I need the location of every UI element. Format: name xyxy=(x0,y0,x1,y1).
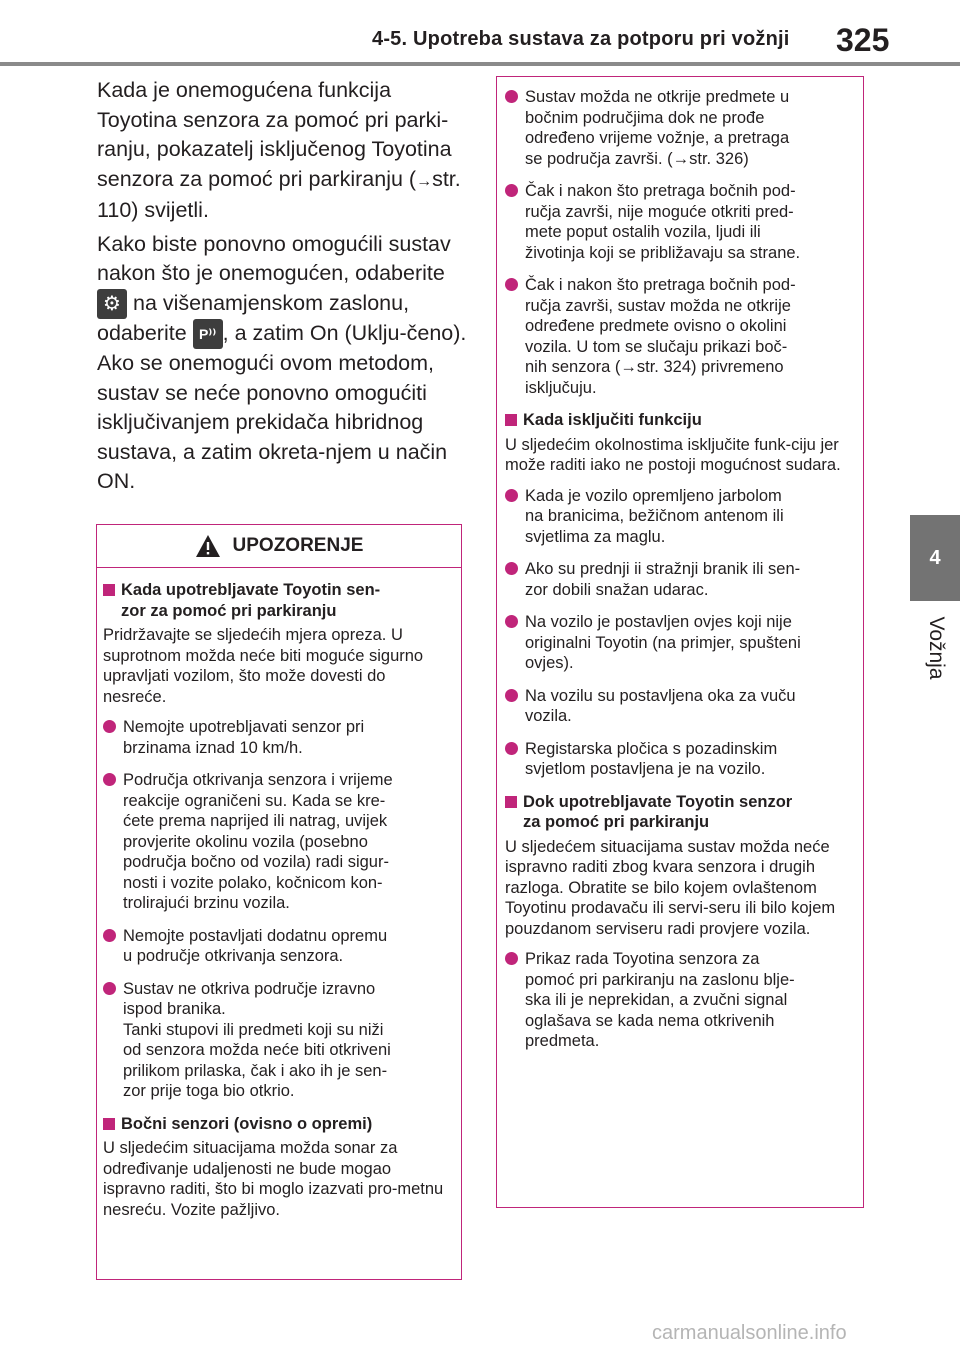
list-item-text: Registarska pločica s pozadinskim svjetl… xyxy=(525,739,778,779)
page-number: 325 xyxy=(836,22,890,58)
reference-arrow-icon: → xyxy=(416,172,433,190)
list-item-text: Ako su prednji ii stražnji branik ili se… xyxy=(525,560,801,599)
info-section-1-title: Kada isključiti funkciju xyxy=(523,411,702,429)
square-bullet-icon xyxy=(103,584,115,596)
warning-body: Kada upotrebljavate Toyotin sen- zor za … xyxy=(97,568,461,1220)
list-item: Nemojte upotrebljavati senzor pri brzina… xyxy=(103,717,447,758)
list-item: Sustav ne otkriva područje izravno ispod… xyxy=(103,979,447,1102)
warning-box: UPOZORENJE Kada upotrebljavate Toyotin s… xyxy=(96,524,462,1280)
list-item-text: Čak i nakon što pretraga bočnih pod- ruč… xyxy=(525,276,796,397)
list-item: Čak i nakon što pretraga bočnih pod- ruč… xyxy=(505,181,851,263)
list-item-text: Na vozilu su postavljena oka za vuču voz… xyxy=(525,686,796,726)
intro-p1-ref: str. 110) svijetli. xyxy=(97,166,461,223)
bullet-dot-icon xyxy=(505,278,518,291)
warning-section-1-text: Pridržavajte se sljedećih mjera opreza. … xyxy=(103,626,424,706)
bullet-dot-icon xyxy=(505,184,518,197)
list-item: Nemojte postavljati dodatnu opremu u pod… xyxy=(103,926,447,967)
list-item: Prikaz rada Toyotina senzora za pomoć pr… xyxy=(505,949,851,1052)
warning-section-1-heading: Kada upotrebljavate Toyotin sen- zor za … xyxy=(103,580,447,621)
info-section-2-heading: Dok upotrebljavate Toyotin senzor za pom… xyxy=(505,792,851,833)
list-item: Čak i nakon što pretraga bočnih pod- ruč… xyxy=(505,275,851,398)
warning-section-2-heading: Bočni senzori (ovisno o opremi) xyxy=(103,1114,447,1135)
info-box: Sustav možda ne otkrije predmete u bočni… xyxy=(496,76,864,1208)
warning-section-2-title: Bočni senzori (ovisno o opremi) xyxy=(121,1114,373,1133)
page-header-title: 4-5. Upotreba sustava za potporu pri vož… xyxy=(372,28,790,50)
info-section-2-title: Dok upotrebljavate Toyotin senzor za pom… xyxy=(523,792,793,832)
list-item: Na vozilu su postavljena oka za vuču voz… xyxy=(505,686,851,727)
intro-paragraph-2: Kako biste ponovno omogućili sustav nako… xyxy=(97,230,467,497)
gear-icon: ⚙ xyxy=(97,288,127,319)
list-item-text: Prikaz rada Toyotina senzora za pomoć pr… xyxy=(525,950,795,1050)
list-item-text: Sustav ne otkriva područje izravno ispod… xyxy=(123,979,391,1101)
intro-p2b: na višenamjenskom zaslonu, odaberite xyxy=(97,290,410,345)
info-section-1-heading: Kada isključiti funkciju xyxy=(505,410,851,431)
list-item: Kada je vozilo opremljeno jarbolom na br… xyxy=(505,486,851,548)
bullet-dot-icon xyxy=(505,688,518,702)
intro-p1: Kada je onemogućena funkcija Toyotina se… xyxy=(97,78,452,191)
watermark: carmanualsonline.info xyxy=(652,1322,847,1344)
bullet-dot-icon xyxy=(505,952,518,965)
list-item: Područja otkrivanja senzora i vrijeme re… xyxy=(103,770,447,914)
info-section-2-text: U sljedećem situacijama sustav možda neć… xyxy=(505,837,836,938)
chapter-label: Vožnja xyxy=(916,608,956,688)
square-bullet-icon xyxy=(505,795,517,808)
list-item: Ako su prednji ii stražnji branik ili se… xyxy=(505,559,851,600)
list-item-text: Nemojte upotrebljavati senzor pri brzina… xyxy=(123,718,365,757)
list-item: Sustav možda ne otkrije predmete u bočni… xyxy=(505,87,851,169)
header-divider xyxy=(0,62,960,66)
chapter-number: 4 xyxy=(929,546,941,569)
bullet-dot-icon xyxy=(505,90,518,103)
warning-section-1-title: Kada upotrebljavate Toyotin sen- zor za … xyxy=(121,581,381,620)
bullet-dot-icon xyxy=(505,488,518,502)
list-item-text: Na vozilo je postavljen ovjes koji nije … xyxy=(525,613,801,672)
bullet-dot-icon xyxy=(103,928,116,942)
intro-text: Kada je onemogućena funkcija Toyotina se… xyxy=(97,76,467,501)
list-item: Registarska pločica s pozadinskim svjetl… xyxy=(505,739,851,780)
warning-header: UPOZORENJE xyxy=(97,525,461,568)
square-bullet-icon xyxy=(103,1117,115,1130)
warning-triangle-icon xyxy=(195,535,220,557)
bullet-dot-icon xyxy=(103,720,116,733)
chapter-tab[interactable]: 4 xyxy=(910,515,960,601)
list-item-text: Sustav možda ne otkrije predmete u bočni… xyxy=(525,88,790,168)
intro-paragraph-1: Kada je onemogućena funkcija Toyotina se… xyxy=(97,76,467,226)
intro-p2a: Kako biste ponovno omogućili sustav nako… xyxy=(97,231,451,286)
warning-section-2-text: U sljedećim situacijama možda sonar za o… xyxy=(103,1139,444,1219)
list-item-text: Nemojte postavljati dodatnu opremu u pod… xyxy=(123,926,388,966)
parking-sensor-icon: P⁾⁾ xyxy=(192,319,223,350)
chapter-label-text: Vožnja xyxy=(925,616,948,680)
square-bullet-icon xyxy=(505,414,517,426)
bullet-dot-icon xyxy=(103,773,116,786)
bullet-dot-icon xyxy=(505,741,518,755)
list-item-text: Kada je vozilo opremljeno jarbolom na br… xyxy=(525,486,784,546)
bullet-dot-icon xyxy=(505,615,518,628)
intro-p2c: , a zatim On (Uklju-čeno). Ako se onemog… xyxy=(97,320,467,494)
warning-title: UPOZORENJE xyxy=(232,535,364,556)
list-item: Na vozilo je postavljen ovjes koji nije … xyxy=(505,612,851,674)
bullet-dot-icon xyxy=(103,981,116,995)
info-section-1-text: U sljedećim okolnostima isključite funk-… xyxy=(505,435,841,475)
list-item-text: Područja otkrivanja senzora i vrijeme re… xyxy=(123,771,393,912)
list-item-text: Čak i nakon što pretraga bočnih pod- ruč… xyxy=(525,182,801,262)
bullet-dot-icon xyxy=(505,562,518,575)
